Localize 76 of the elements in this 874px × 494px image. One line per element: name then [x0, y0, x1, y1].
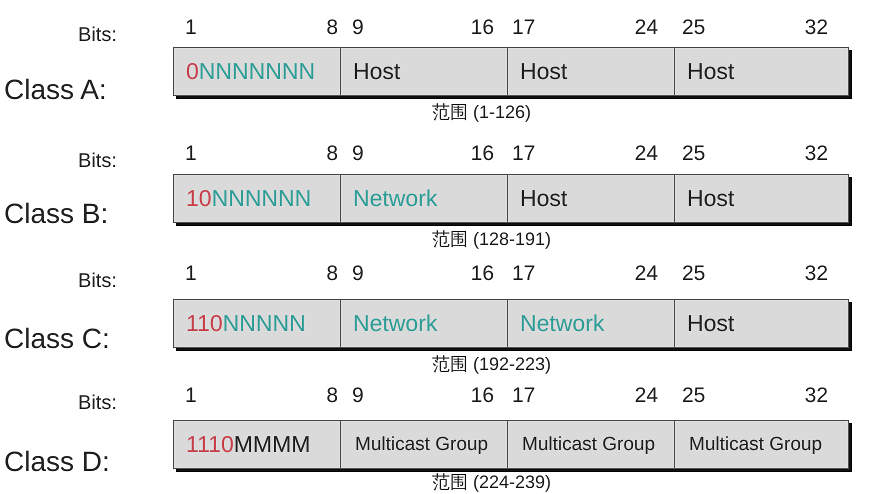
bit-field-cell	[173, 299, 341, 348]
bits-label: Bits:	[78, 150, 117, 173]
field-text: Host	[520, 185, 568, 212]
bit-position-number: 32	[804, 262, 828, 286]
bit-field-cell	[173, 47, 341, 96]
bit-position-number: 25	[682, 16, 706, 40]
class-label: Class B:	[4, 198, 108, 230]
bit-field-cell	[173, 420, 341, 469]
bit-position-number: 9	[352, 16, 364, 40]
bits-label: Bits:	[78, 270, 117, 293]
bit-field-cell	[340, 420, 508, 469]
field-text: Host	[687, 310, 734, 337]
range-label: 范围 (192-223)	[432, 353, 552, 376]
field-text: Network	[353, 310, 438, 337]
bit-field-cell	[507, 420, 675, 469]
field-text: Host	[687, 185, 734, 212]
field-text: Multicast Group	[689, 434, 822, 456]
bit-field-cell	[507, 47, 675, 96]
bit-field-cell	[340, 47, 508, 96]
bit-position-number: 24	[634, 142, 658, 166]
field-text: Host	[520, 58, 568, 85]
field-text: Network	[353, 185, 438, 212]
bit-position-number: 25	[682, 262, 706, 286]
bit-position-number: 16	[470, 142, 494, 166]
field-text: 0NNNNNNN	[186, 58, 316, 85]
bit-field-cell	[340, 174, 508, 223]
bit-position-number: 24	[634, 262, 658, 286]
bit-position-number: 32	[804, 16, 828, 40]
class-label: Class C:	[4, 323, 110, 355]
field-text: 110NNNNN	[186, 310, 306, 337]
field-text: Multicast Group	[522, 434, 656, 456]
bit-position-number: 32	[804, 384, 828, 408]
bit-position-number: 1	[185, 262, 197, 286]
bit-position-number: 17	[512, 142, 536, 166]
bit-position-number: 16	[470, 384, 494, 408]
bit-field-cell	[674, 299, 849, 348]
bit-position-number: 9	[352, 262, 364, 286]
bit-position-number: 8	[326, 142, 338, 166]
field-text: 10NNNNNN	[186, 185, 312, 212]
bit-position-number: 1	[185, 16, 197, 40]
range-label: 范围 (128-191)	[432, 228, 552, 251]
field-text: 1110MMMM	[186, 431, 310, 458]
range-label: 范围 (224-239)	[432, 471, 552, 494]
bit-position-number: 9	[352, 142, 364, 166]
bit-field-cell	[674, 174, 849, 223]
class-label: Class A:	[4, 74, 107, 106]
bit-field-cell	[507, 299, 675, 348]
bit-field-cell	[340, 299, 508, 348]
bit-field-cell	[507, 174, 675, 223]
bit-position-number: 17	[512, 262, 536, 286]
bit-position-number: 25	[682, 142, 706, 166]
bit-position-number: 1	[185, 384, 197, 408]
bits-label: Bits:	[78, 392, 117, 415]
bit-field-cell	[674, 420, 849, 469]
bit-position-number: 17	[512, 16, 536, 40]
bit-position-number: 8	[326, 262, 338, 286]
bit-position-number: 8	[326, 16, 338, 40]
field-text: Network	[520, 310, 604, 337]
field-text: Host	[353, 58, 400, 85]
bit-position-number: 24	[634, 384, 658, 408]
class-label: Class D:	[4, 446, 110, 478]
bit-position-number: 16	[470, 16, 494, 40]
bit-position-number: 1	[185, 142, 197, 166]
bit-field-cell	[674, 47, 849, 96]
bit-field-cell	[173, 174, 341, 223]
range-label: 范围 (1-126)	[432, 101, 532, 124]
bit-position-number: 25	[682, 384, 706, 408]
bit-position-number: 9	[352, 384, 364, 408]
bit-position-number: 8	[326, 384, 338, 408]
bits-label: Bits:	[78, 24, 117, 47]
field-text: Multicast Group	[355, 434, 488, 456]
bit-position-number: 16	[470, 262, 494, 286]
field-text: Host	[687, 58, 734, 85]
bit-position-number: 24	[634, 16, 658, 40]
bit-position-number: 17	[512, 384, 536, 408]
bit-position-number: 32	[804, 142, 828, 166]
